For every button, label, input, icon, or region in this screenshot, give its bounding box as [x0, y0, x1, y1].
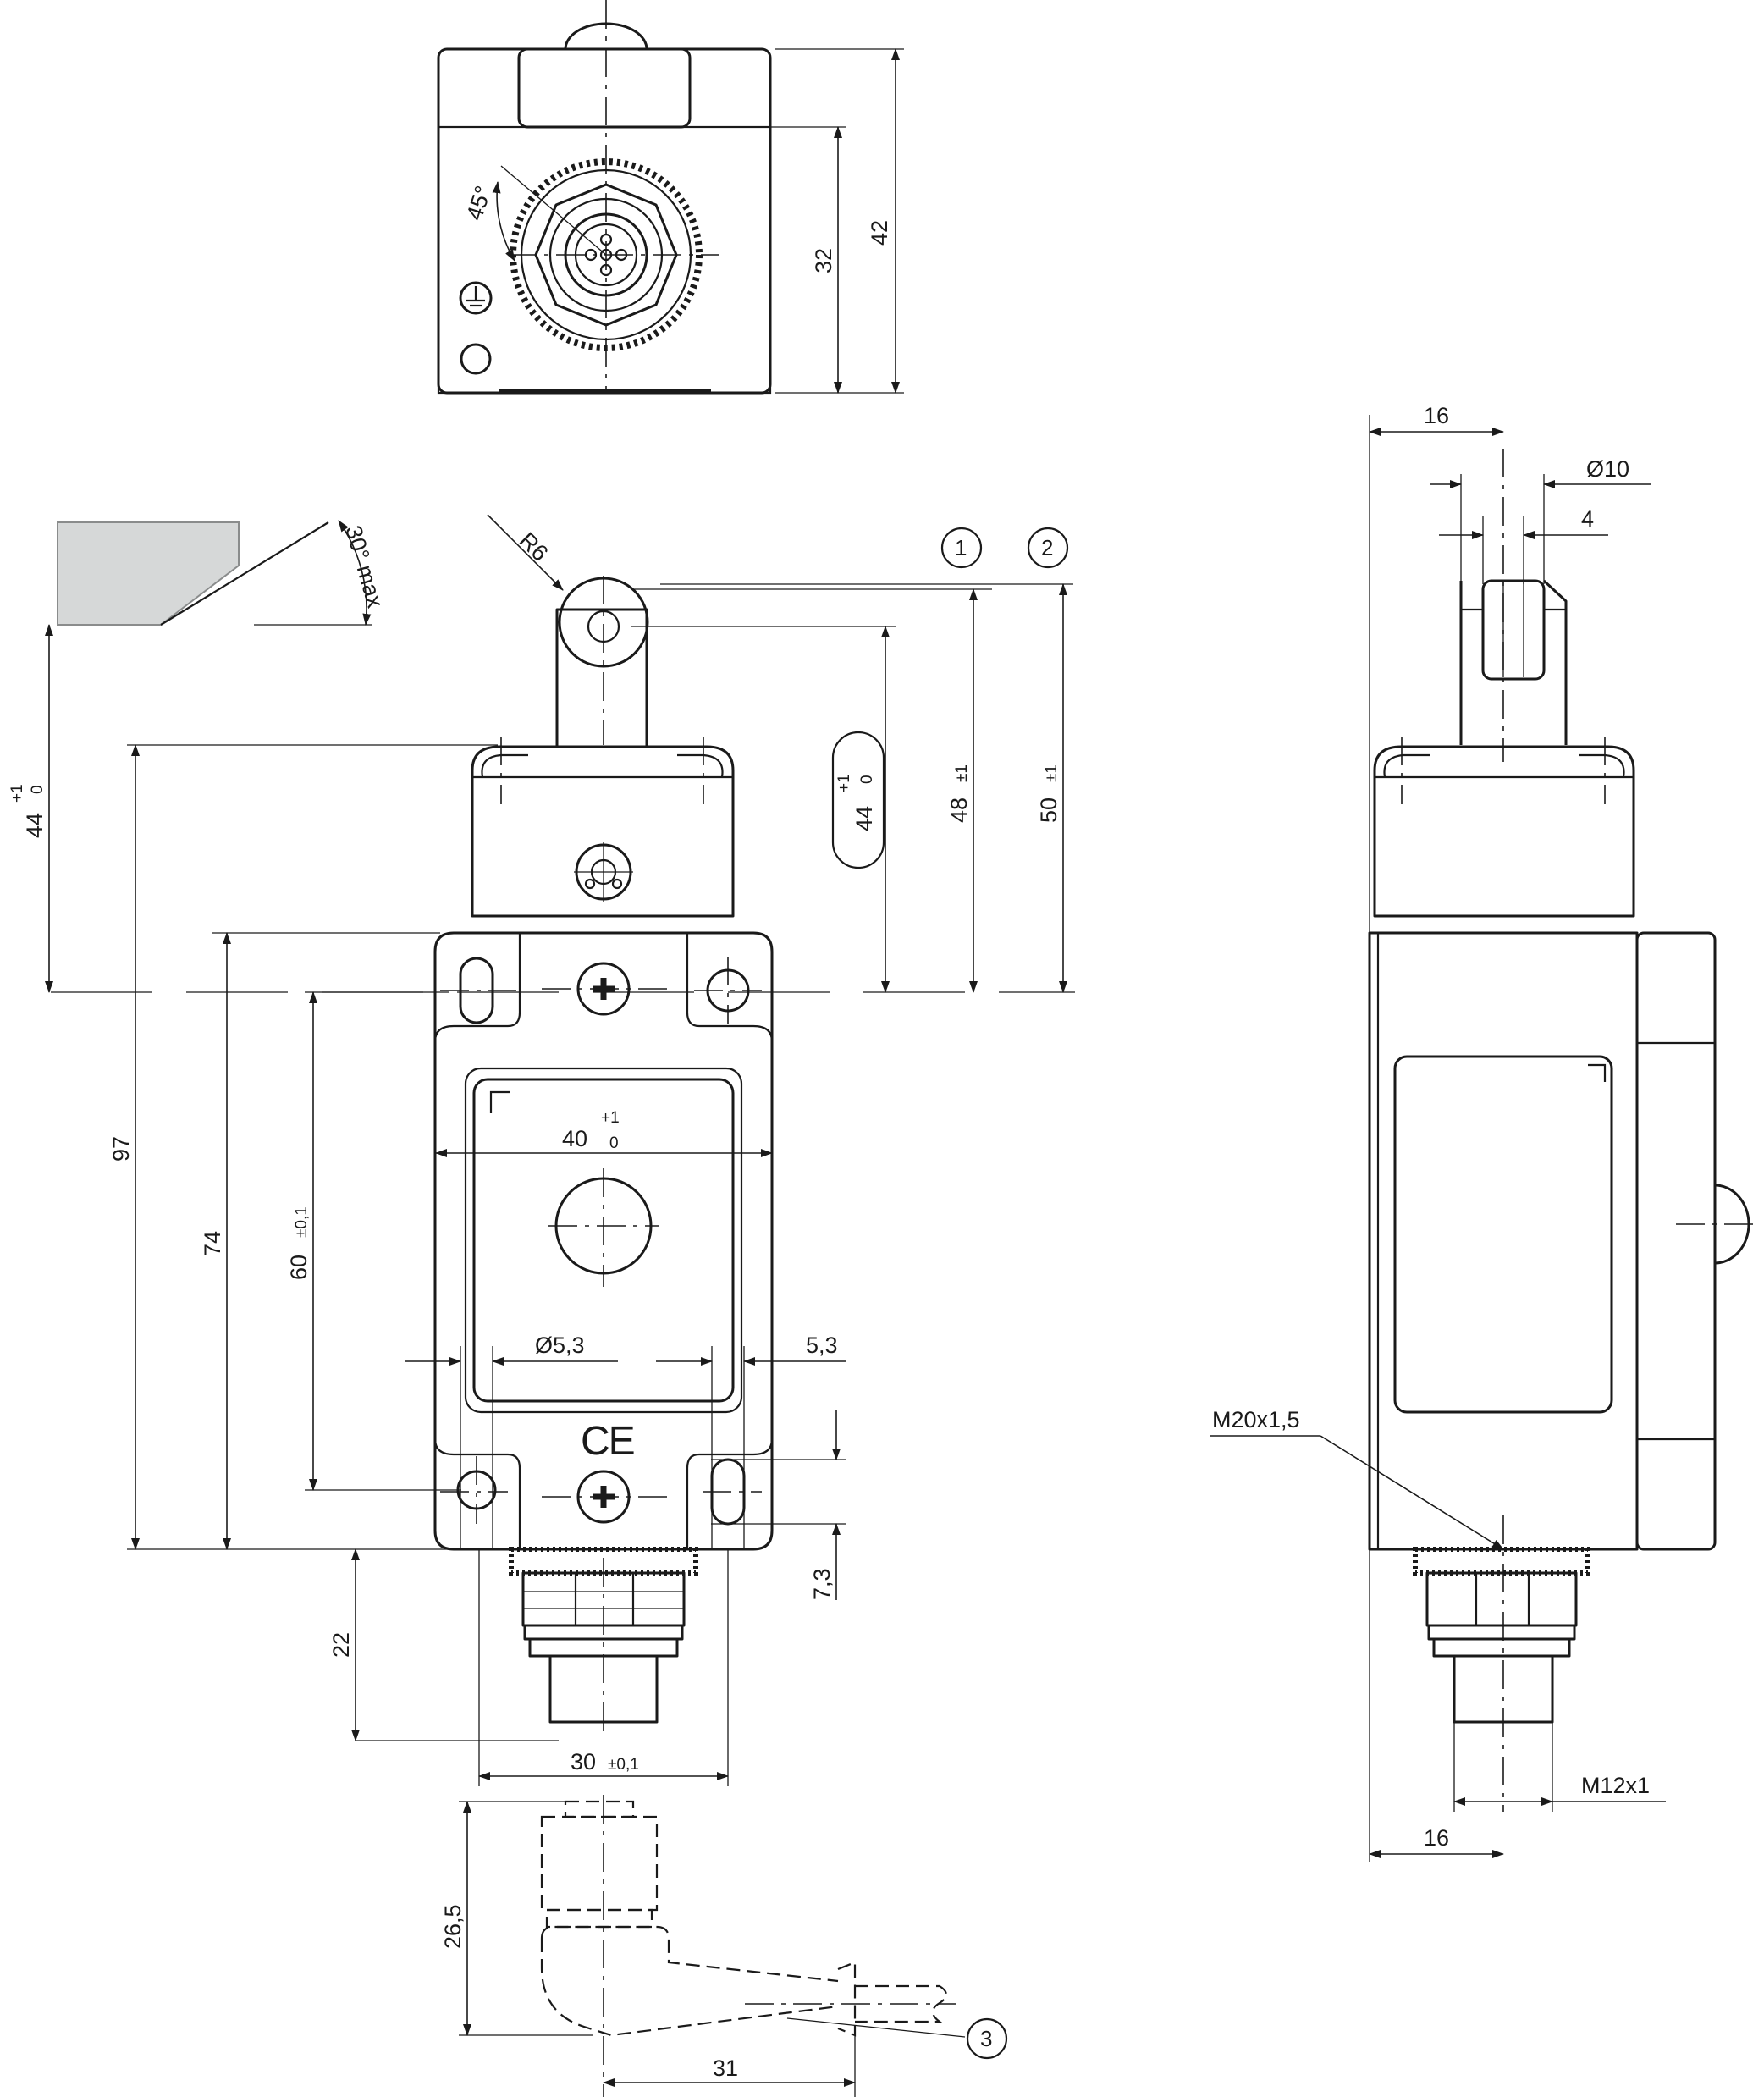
top-view: 45° 32 42 [437, 0, 904, 395]
roller-lever-icon [555, 576, 649, 748]
front-view: R6 [51, 514, 1075, 1786]
dim-48: 48 [946, 797, 972, 823]
dim-74: 74 [200, 1231, 225, 1256]
dim-31: 31 [713, 2056, 738, 2081]
dim-4: 4 [1581, 506, 1594, 532]
tol-30: ±0,1 [608, 1756, 639, 1774]
side-view: 16 Ø10 4 M20x1,5 M12x1 16 [1210, 403, 1761, 1862]
dim-97: 97 [108, 1136, 134, 1162]
dim-265: 26,5 [440, 1904, 466, 1949]
m12-connector-icon [534, 183, 678, 327]
dim-44-box [831, 731, 885, 869]
dim-m20: M20x1,5 [1212, 1407, 1300, 1432]
tol-50: ±1 [1043, 764, 1061, 782]
tol-40-plus: +1 [601, 1109, 620, 1127]
callout-2: 2 [1027, 527, 1069, 569]
dim-44-boxed: 44 [852, 806, 877, 831]
dim-44-left: 44 [22, 813, 47, 838]
angle-30-label: 30° max [340, 522, 388, 610]
actuating-cam: 30° max 44 +1 0 [8, 520, 389, 993]
dim-42: 42 [867, 220, 892, 246]
screw-head-icon [574, 842, 633, 902]
dim-r6: R6 [515, 527, 554, 566]
tol-plus1-left: +1 [8, 784, 26, 803]
angle-45-label: 45° [461, 183, 496, 223]
m12-connector-icon [509, 1547, 698, 1736]
tol-40-zero: 0 [609, 1134, 619, 1152]
dim-73: 7,3 [809, 1568, 835, 1600]
dim-dia10: Ø10 [1586, 456, 1629, 482]
ground-symbol-icon [459, 281, 493, 315]
dim-m12: M12x1 [1581, 1773, 1650, 1798]
tol-plus1-boxed: +1 [835, 774, 853, 792]
tol-0-boxed: 0 [858, 775, 876, 784]
dim-50: 50 [1036, 797, 1061, 823]
svg-text:1: 1 [955, 535, 967, 560]
svg-text:3: 3 [980, 2026, 992, 2051]
callout-3: 3 [966, 2017, 1008, 2060]
led-window [460, 343, 492, 375]
dim-16-top: 16 [1424, 403, 1449, 428]
dim-30: 30 [571, 1749, 596, 1774]
dim-53: 5,3 [806, 1333, 838, 1358]
m12-connector-icon [1413, 1515, 1590, 1812]
tol-48: ±1 [953, 764, 971, 782]
svg-text:2: 2 [1041, 535, 1053, 560]
callout-1: 1 [940, 527, 983, 569]
dim-16-bottom: 16 [1424, 1825, 1449, 1851]
dim-dia53: Ø5,3 [535, 1333, 585, 1358]
dim-60: 60 [286, 1255, 311, 1280]
angled-cable-plug: 26,5 31 3 [440, 1795, 1008, 2097]
dim-22: 22 [328, 1632, 354, 1658]
tol-60: ±0,1 [293, 1206, 311, 1238]
tol-0-left: 0 [29, 785, 47, 794]
dim-40: 40 [562, 1126, 587, 1151]
dim-32: 32 [811, 248, 836, 273]
ce-mark: CE [581, 1419, 634, 1464]
